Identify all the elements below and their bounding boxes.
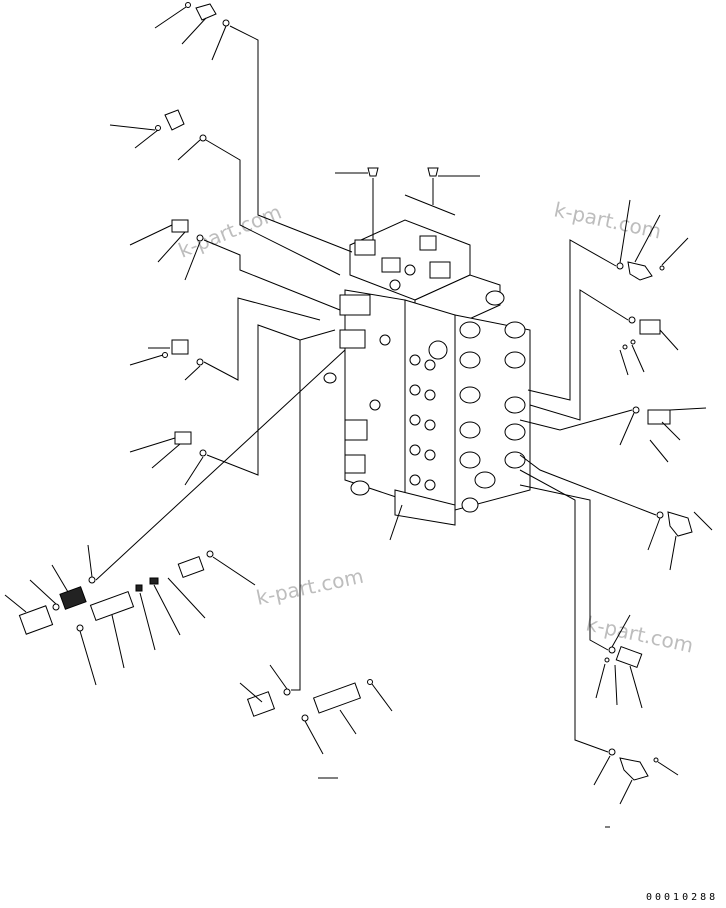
drawing-code: 00010288 [646,892,718,903]
watermark-text: k-part.com [552,197,664,243]
watermark-text: k-part.com [254,564,366,610]
fitting-group-upper-left [109,2,353,276]
adapter-icon [246,691,276,717]
elbow-fitting-icon [195,3,217,21]
elbow-fitting-icon [667,511,693,537]
connector-icon [639,319,661,335]
spring-icon [135,584,143,592]
valve-base [394,489,456,526]
valve-cartridge-icon [89,591,135,621]
bolt-icon [367,167,379,177]
connector-icon [647,409,671,425]
plug-icon [59,586,87,610]
connector-icon [174,431,192,445]
fitting-group-left-middle [129,219,341,486]
valve-cartridge-icon [312,682,362,714]
valve-top-fittings [354,235,451,291]
fitting-group-right [519,199,713,828]
bolt-icon [427,167,439,177]
connector-icon [171,219,189,233]
elbow-fitting-icon [619,757,649,781]
elbow-fitting-icon [627,261,653,281]
elbow-fitting-icon [164,109,185,131]
connector-icon [171,339,189,355]
spool-caps [459,290,526,513]
control-valve-assembly [323,219,531,526]
adapter-icon [615,646,643,668]
fitting-group-lower-left [4,349,346,686]
valve-left-fittings [323,294,391,496]
watermark-text: k-part.com [175,200,285,263]
valve-port-holes [409,340,448,491]
watermark-text: k-part.com [584,611,696,657]
fitting-group-bottom-center [239,329,393,779]
spring-icon [149,577,159,585]
adapter-icon [18,605,54,635]
mounting-bolts [335,167,480,240]
plug-icon [177,556,205,578]
